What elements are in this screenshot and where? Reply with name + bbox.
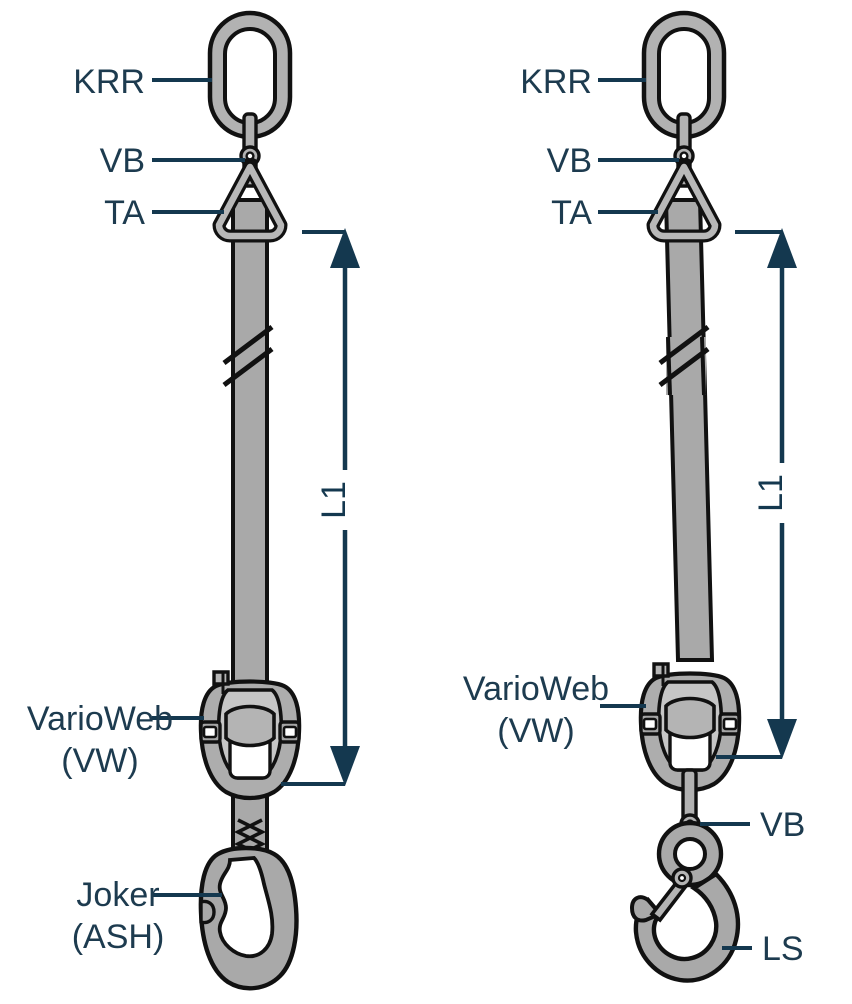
label-joker-left: Joker bbox=[76, 876, 159, 914]
arrowhead-up-left bbox=[330, 228, 360, 268]
break-symbol-left bbox=[224, 327, 272, 395]
label-krr-right: KRR bbox=[520, 63, 592, 101]
label-ls-right: LS bbox=[762, 930, 804, 968]
webbing-strap-right bbox=[663, 198, 715, 662]
label-varioweb-right: VarioWeb bbox=[463, 670, 609, 708]
label-vb2-right: VB bbox=[760, 806, 805, 844]
arrowhead-up-right bbox=[767, 228, 797, 268]
arrowhead-down-right bbox=[767, 719, 797, 759]
label-krr-left: KRR bbox=[73, 63, 145, 101]
label-varioweb-right-line2: (VW) bbox=[497, 712, 574, 750]
label-varioweb-left-line2: (VW) bbox=[61, 742, 138, 780]
dimension-l1-right: L1 bbox=[716, 228, 797, 759]
dimension-label-l1-left: L1 bbox=[315, 481, 353, 519]
varioweb-clamp-left bbox=[201, 672, 299, 798]
leader-lines-left bbox=[152, 78, 245, 897]
label-varioweb-left: VarioWeb bbox=[27, 700, 173, 738]
arrowhead-down-left bbox=[330, 746, 360, 786]
leader-lines-right bbox=[598, 78, 752, 950]
label-joker-left-line2: (ASH) bbox=[72, 918, 165, 956]
dimension-l1-left: L1 bbox=[281, 228, 360, 786]
sling-left: KRR VB TA VarioWeb (VW) Joker (ASH) L1 bbox=[27, 13, 360, 988]
dimension-label-l1-right: L1 bbox=[752, 474, 790, 512]
break-symbol-right bbox=[660, 327, 708, 396]
label-ta-left: TA bbox=[104, 194, 145, 232]
label-vb-right: VB bbox=[547, 142, 592, 180]
joker-hook-ash-left bbox=[201, 848, 297, 988]
label-ta-right: TA bbox=[551, 194, 592, 232]
label-vb-left: VB bbox=[100, 142, 145, 180]
sling-right: KRR VB TA VarioWeb (VW) VB LS L1 bbox=[463, 13, 805, 981]
safety-hook-ls-right bbox=[632, 823, 738, 981]
